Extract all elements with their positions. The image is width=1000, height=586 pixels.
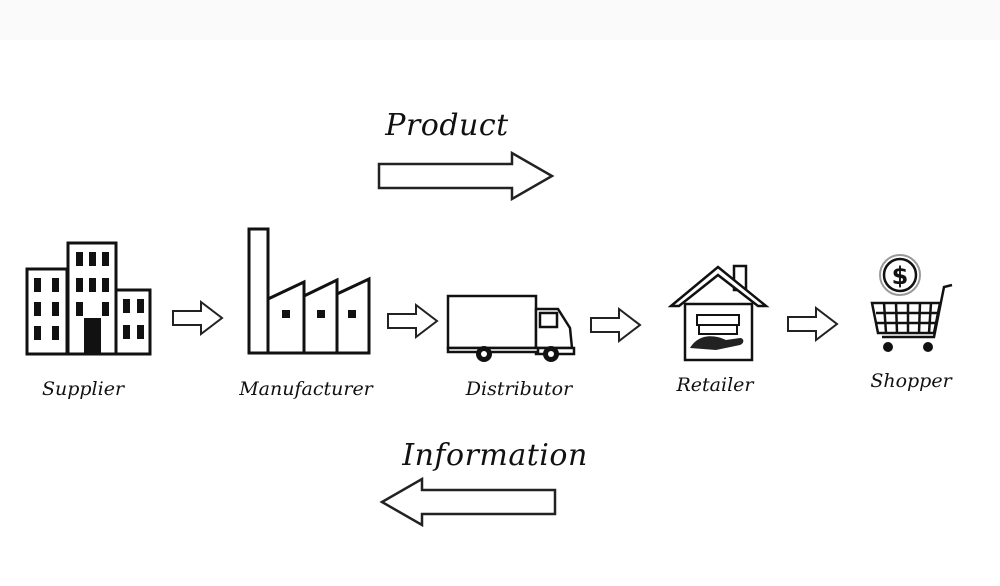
office-building-icon bbox=[25, 241, 152, 356]
node-label-retailer: Retailer bbox=[676, 374, 754, 396]
store-house-icon bbox=[668, 264, 770, 362]
shopping-cart-dollar-icon: $ bbox=[870, 254, 953, 352]
flow-arrow-right-icon bbox=[387, 303, 439, 339]
node-label-shopper: Shopper bbox=[870, 370, 952, 392]
node-label-supplier: Supplier bbox=[41, 378, 125, 400]
flow-arrow-right-icon bbox=[787, 306, 839, 342]
top-band bbox=[0, 0, 1000, 40]
product-flow-arrow-icon bbox=[377, 150, 555, 202]
information-flow-label: Information bbox=[402, 438, 588, 473]
flow-arrow-right-icon bbox=[172, 300, 224, 336]
svg-text:$: $ bbox=[892, 262, 909, 290]
flow-arrow-right-icon bbox=[590, 307, 642, 343]
product-flow-label: Product bbox=[385, 108, 509, 143]
delivery-truck-icon bbox=[446, 294, 576, 362]
node-label-distributor: Distributor bbox=[465, 378, 573, 400]
information-flow-arrow-icon bbox=[379, 476, 557, 528]
node-label-manufacturer: Manufacturer bbox=[239, 378, 373, 400]
factory-icon bbox=[247, 227, 371, 355]
